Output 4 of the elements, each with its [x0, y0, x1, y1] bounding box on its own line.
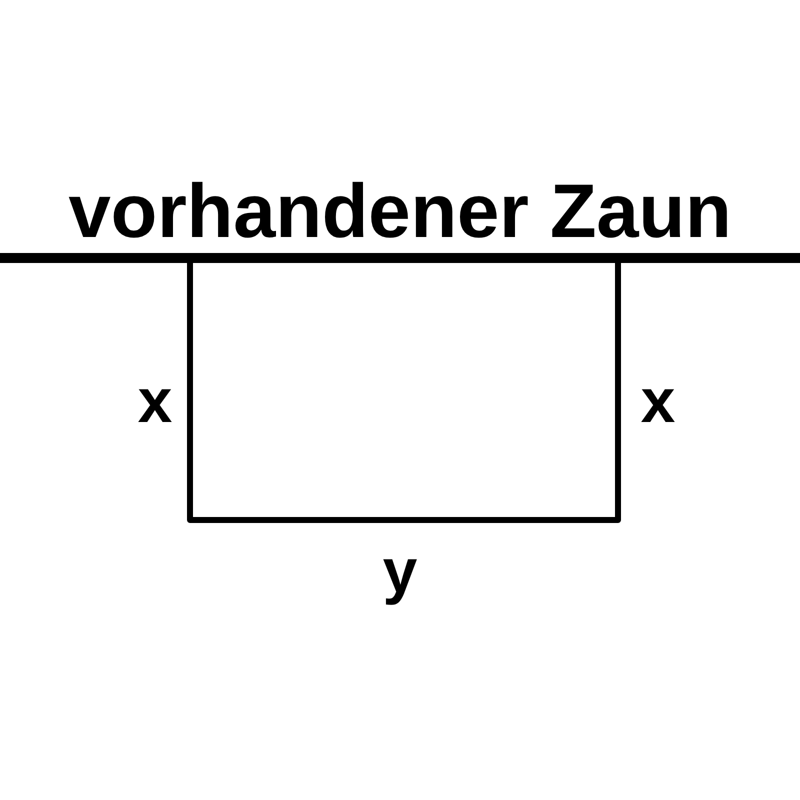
fence-label: vorhandener Zaun: [68, 174, 732, 250]
dimension-label: x: [138, 371, 172, 433]
dimension-label: x: [640, 371, 676, 433]
dimension-label: y: [382, 541, 418, 603]
